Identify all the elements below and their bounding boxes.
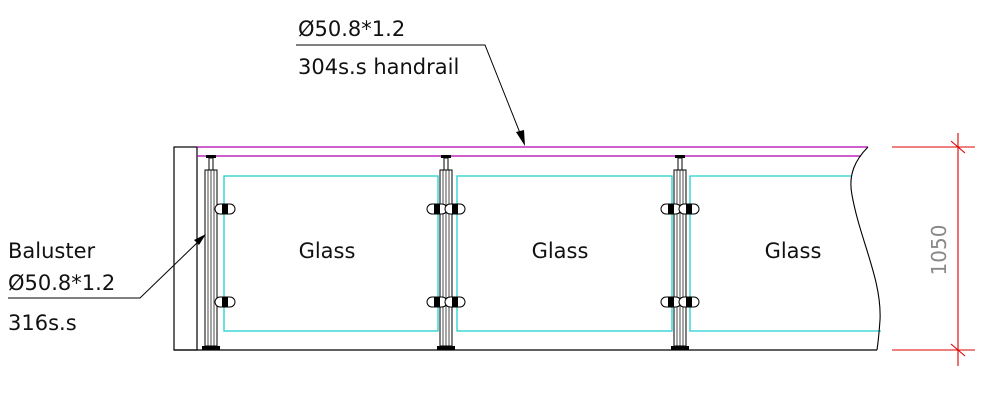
glass-panel [456, 175, 673, 332]
handrail-material: 304s.s handrail [298, 55, 459, 79]
baluster-title: Baluster [8, 239, 96, 263]
baluster-spec: Ø50.8*1.2 [8, 271, 115, 295]
handrail-spec: Ø50.8*1.2 [298, 17, 405, 41]
glass-panel [223, 175, 439, 332]
glass-label: Glass [299, 239, 356, 263]
glass-panel [689, 175, 881, 332]
baluster-material: 316s.s [8, 311, 77, 335]
height-dimension-label: 1050 [927, 225, 951, 276]
glass-label: Glass [532, 239, 589, 263]
baluster-post [201, 154, 221, 351]
handrail-leader [296, 44, 525, 146]
baluster-post [670, 154, 690, 351]
handrail [197, 146, 868, 157]
glass-label: Glass [765, 239, 822, 263]
wall [173, 146, 198, 351]
baluster-post [436, 154, 456, 351]
baluster-leader [8, 234, 206, 299]
break-line [850, 146, 881, 351]
height-dimension [892, 133, 975, 366]
